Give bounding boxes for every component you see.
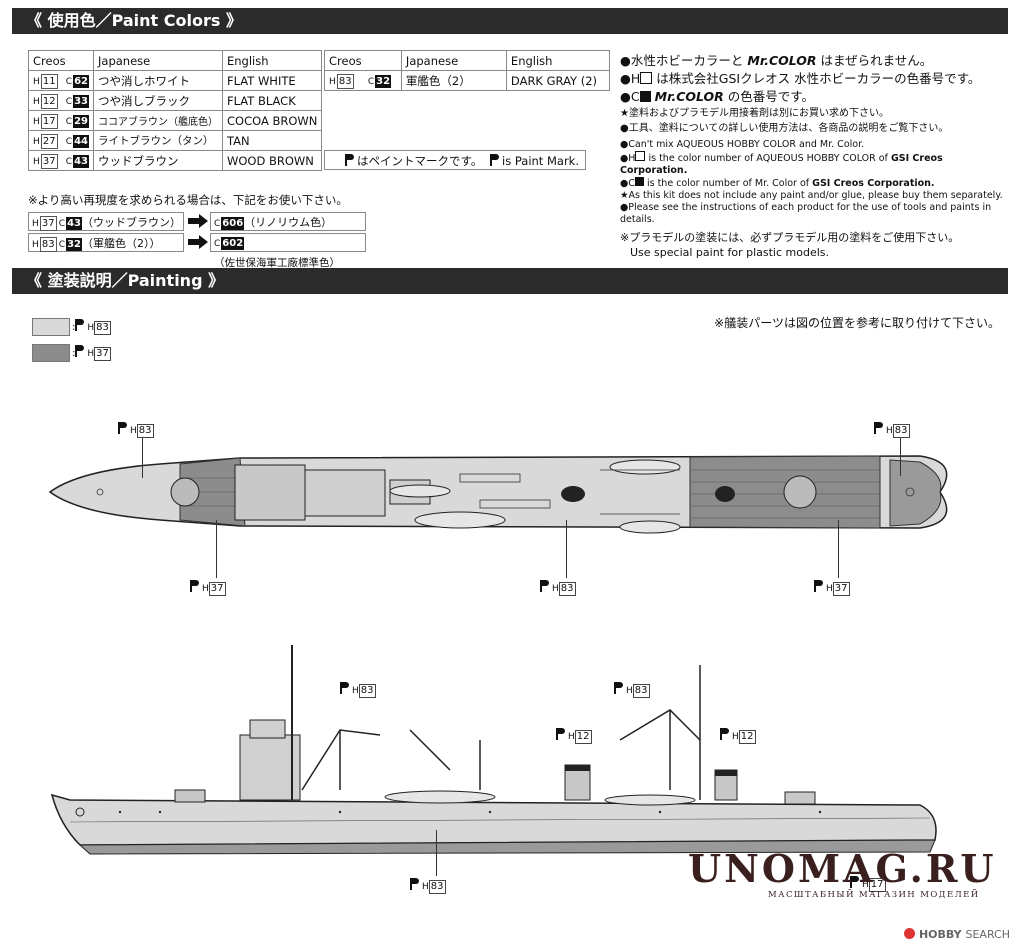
h-code: 83 (336, 73, 354, 89)
watermark-logo: UNOMAG.RU (688, 846, 997, 891)
paint-notes: ●水性ホビーカラーと Mr.COLOR はまぜられません。 ●H は株式会社GS… (620, 52, 1008, 260)
note-line: ●工具、塗料についての詳しい使用方法は、各商品の説明をご覧下さい。 (620, 123, 949, 134)
note-line: ●C is the color number of Mr. Color of G… (620, 177, 935, 189)
note-line: Use special paint for plastic models. (630, 246, 830, 259)
painting-title: 《 塗装説明／Painting 》 (26, 271, 225, 290)
c-code: 44 (73, 135, 89, 148)
ship-top-view (48, 455, 948, 534)
c-code: 62 (73, 75, 89, 88)
en-name: FLAT BLACK (221, 90, 323, 111)
arrow-right-icon (188, 214, 208, 249)
paint-mark-icon (490, 154, 500, 166)
col-english: English (505, 50, 611, 71)
painting-header: 《 塗装説明／Painting 》 (12, 268, 1008, 294)
c-code: 32 (375, 75, 392, 88)
legend-swatch-dark (32, 344, 70, 362)
col-english: English (221, 50, 323, 71)
legend-swatch-light (32, 318, 70, 336)
en-name: DARK GRAY (2) (505, 70, 611, 91)
paint-mark-icon (345, 154, 355, 166)
h-code: 17 (40, 113, 58, 129)
jp-name: ライトブラウン（タン） (93, 130, 223, 151)
paint-colors-title: 《 使用色／Paint Colors 》 (26, 11, 242, 30)
note-line: ★塗料およびプラモデル用接着剤は別にお買い求め下さい。 (620, 108, 889, 119)
col-creos: Creos (324, 50, 402, 71)
en-name: TAN (221, 130, 323, 151)
watermark-subtitle: МАСШТАБНЫЙ МАГАЗИН МОДЕЛЕЙ (768, 890, 980, 900)
note-line: ●Can't mix AQUEOUS HOBBY COLOR and Mr. C… (620, 139, 865, 150)
paint-mark-note: はペイントマークです。 is Paint Mark. (324, 150, 586, 170)
h-code: 11 (40, 73, 58, 89)
col-japanese: Japanese (93, 50, 223, 71)
jp-name: つや消しホワイト (93, 70, 223, 91)
note-line: ★As this kit does not include any paint … (620, 190, 1003, 201)
c-code: 33 (73, 95, 89, 108)
note-line: ●H is the color number of AQUEOUS HOBBY … (620, 151, 943, 176)
en-name: WOOD BROWN (221, 150, 323, 171)
note-line: ※プラモデルの塗装には、必ずプラモデル用の塗料をご使用下さい。 (620, 231, 960, 244)
jp-name: つや消しブラック (93, 90, 223, 111)
en-name: COCOA BROWN (221, 110, 323, 131)
fitting-note: ※艤装パーツは図の位置を参考に取り付けて下さい。 (714, 316, 1000, 330)
c-code: 29 (73, 115, 89, 128)
jp-name: ココアブラウン（艦底色） (93, 110, 223, 131)
table-header-row: Creos Japanese English (324, 50, 611, 71)
substitution-intro: ※より高い再現度を求められる場合は、下記をお使い下さい。 (28, 193, 348, 207)
note-line: ●水性ホビーカラーと Mr.COLOR はまぜられません。 (620, 53, 933, 68)
c-code: 43 (73, 155, 89, 168)
note-line: ●Please see the instructions of each pro… (620, 202, 992, 225)
h-code: 37 (40, 153, 58, 169)
table-header-row: Creos Japanese English (28, 50, 323, 71)
jp-name: 軍艦色（2） (400, 70, 507, 91)
note-line: ●C Mr.COLOR の色番号です。 (620, 89, 815, 104)
col-creos: Creos (28, 50, 94, 71)
hobby-search-footer: HOBBY SEARCH (904, 928, 1010, 941)
note-line: ●H は株式会社GSIクレオス 水性ホビーカラーの色番号です。 (620, 71, 981, 86)
h-code: 12 (40, 93, 58, 109)
en-name: FLAT WHITE (221, 70, 323, 91)
ship-side-view (50, 645, 937, 855)
jp-name: ウッドブラウン (93, 150, 223, 171)
col-japanese: Japanese (400, 50, 507, 71)
h-code: 27 (40, 133, 58, 149)
hobby-search-icon (904, 928, 916, 939)
paint-colors-header: 《 使用色／Paint Colors 》 (12, 8, 1008, 34)
